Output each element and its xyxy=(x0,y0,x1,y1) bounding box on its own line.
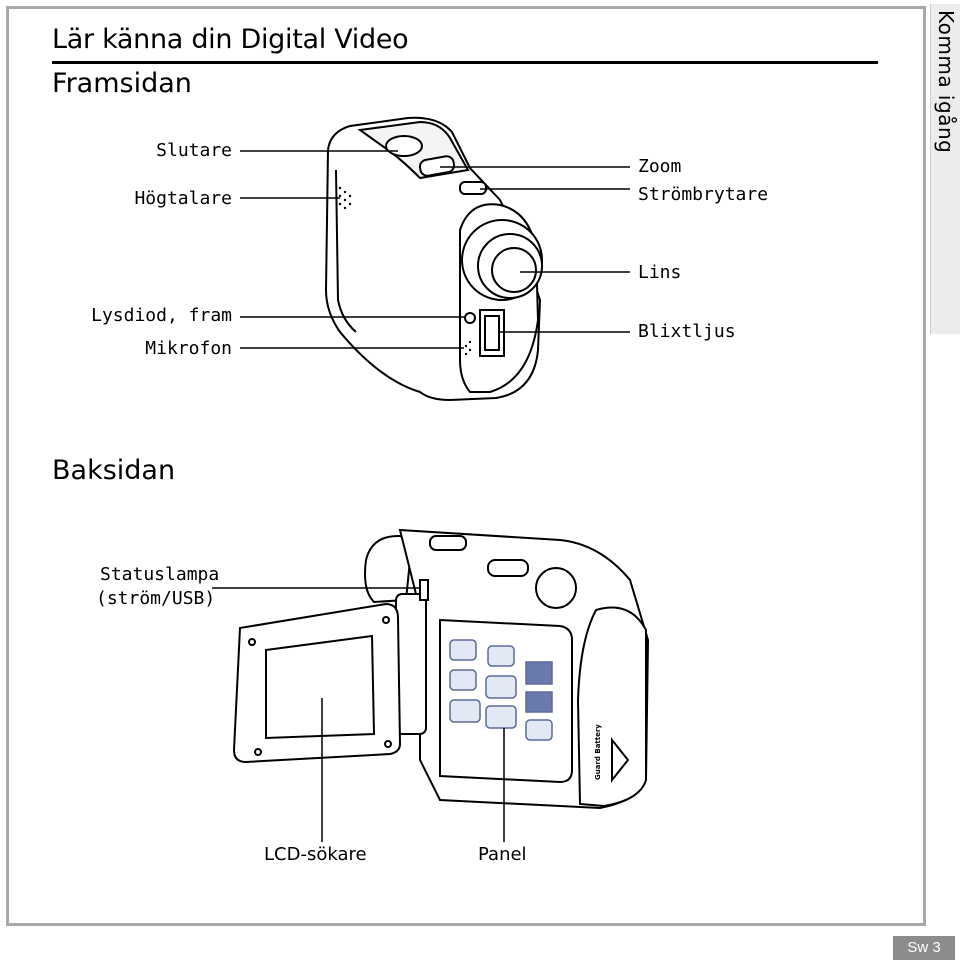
label-flash: Blixtljus xyxy=(638,321,736,342)
label-power-switch: Strömbrytare xyxy=(638,184,769,205)
back-leader-lines xyxy=(212,587,505,842)
label-microphone: Mikrofon xyxy=(145,338,232,359)
label-shutter: Slutare xyxy=(156,140,232,161)
label-zoom: Zoom xyxy=(638,156,682,177)
label-led-front: Lysdiod, fram xyxy=(91,305,232,326)
front-leader-lines xyxy=(240,150,630,349)
page-title: Lär känna din Digital Video xyxy=(52,24,409,55)
front-heading: Framsidan xyxy=(52,68,192,99)
label-lens: Lins xyxy=(638,262,682,283)
label-status-lamp-sub: (ström/USB) xyxy=(96,588,216,609)
label-lcd-viewfinder: LCD-sökare xyxy=(264,844,367,865)
label-speaker: Högtalare xyxy=(134,188,232,209)
battery-label: Guard Battery xyxy=(594,724,602,780)
label-status-lamp: Statuslampa xyxy=(100,564,220,585)
back-heading: Baksidan xyxy=(52,455,176,486)
front-camera-body xyxy=(324,116,543,402)
panel-buttons xyxy=(449,639,553,741)
title-divider xyxy=(52,61,878,64)
side-tab[interactable]: Komma igång xyxy=(930,4,960,334)
label-panel: Panel xyxy=(478,844,527,865)
side-tab-label: Komma igång xyxy=(934,10,958,154)
back-camera-body xyxy=(232,528,650,810)
page-number: Sw 3 xyxy=(893,936,955,960)
